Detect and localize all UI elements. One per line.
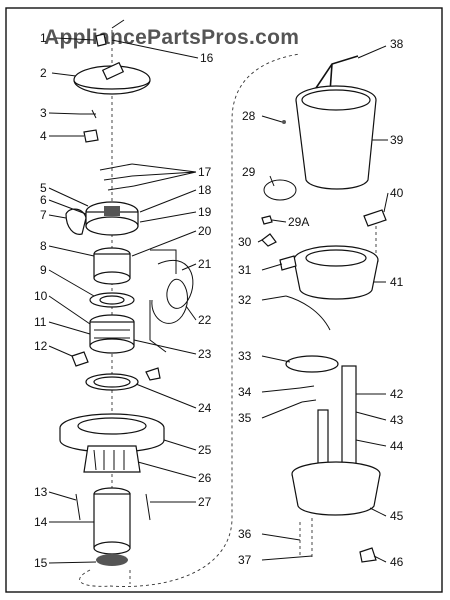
callout-14: 14	[34, 515, 48, 529]
watermark: AppliancePartsPros.com	[44, 26, 299, 49]
left-assembly	[48, 19, 199, 587]
callout-12: 12	[34, 339, 48, 353]
callout-33: 33	[238, 349, 252, 363]
callout-36: 36	[238, 527, 252, 541]
callout-10: 10	[34, 289, 48, 303]
callout-5: 5	[40, 181, 47, 195]
callout-7: 7	[40, 208, 47, 222]
callout-9: 9	[40, 263, 47, 277]
right-assembly	[257, 45, 389, 563]
callout-13: 13	[34, 485, 48, 499]
callout-17: 17	[198, 165, 212, 179]
callout-18: 18	[198, 183, 212, 197]
callout-labels: 1 2 3 4 5 6 7 8 9 10 11 12 13 14 15 16 1…	[34, 31, 404, 570]
callout-21: 21	[198, 257, 212, 271]
callout-38: 38	[390, 37, 404, 51]
callout-37: 37	[238, 553, 252, 567]
callout-45: 45	[390, 509, 404, 523]
callout-29a: 29A	[288, 215, 309, 229]
callout-40: 40	[390, 186, 404, 200]
callout-30: 30	[238, 235, 252, 249]
callout-29: 29	[242, 165, 256, 179]
callout-19: 19	[198, 205, 212, 219]
callout-41: 41	[390, 275, 404, 289]
callout-39: 39	[390, 133, 404, 147]
callout-42: 42	[390, 387, 404, 401]
callout-44: 44	[390, 439, 404, 453]
callout-28: 28	[242, 109, 256, 123]
callout-16: 16	[200, 51, 214, 65]
callout-8: 8	[40, 239, 47, 253]
callout-15: 15	[34, 556, 48, 570]
callout-23: 23	[198, 347, 212, 361]
callout-27: 27	[198, 495, 212, 509]
callout-11: 11	[34, 315, 47, 329]
callout-46: 46	[390, 555, 404, 569]
callout-2: 2	[40, 66, 47, 80]
callout-4: 4	[40, 129, 47, 143]
callout-22: 22	[198, 313, 212, 327]
callout-35: 35	[238, 411, 252, 425]
callout-31: 31	[238, 263, 252, 277]
callout-20: 20	[198, 224, 212, 238]
diagram-frame	[5, 7, 443, 593]
callout-43: 43	[390, 413, 404, 427]
callout-3: 3	[40, 106, 47, 120]
callout-26: 26	[198, 471, 212, 485]
callout-25: 25	[198, 443, 212, 457]
callout-34: 34	[238, 385, 252, 399]
callout-1: 1	[40, 31, 47, 45]
callout-32: 32	[238, 293, 252, 307]
connecting-hose	[109, 53, 301, 587]
callout-6: 6	[40, 193, 47, 207]
callout-24: 24	[198, 401, 212, 415]
